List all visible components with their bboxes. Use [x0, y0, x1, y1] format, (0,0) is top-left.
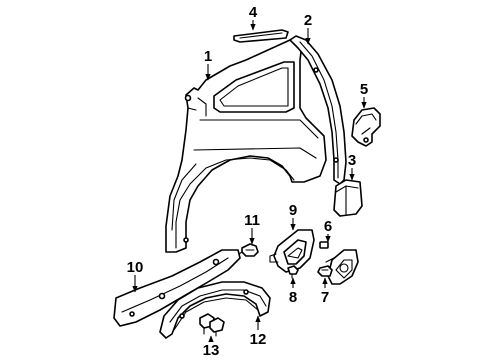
push-clips: [199, 313, 225, 337]
callout-6: 6: [324, 218, 332, 235]
callout-8: 8: [289, 289, 297, 306]
callout-2: 2: [304, 12, 312, 29]
callout-labels: 1 2 4 5 3 9 6 11 10 8 7 12 13: [127, 4, 369, 359]
callout-3: 3: [348, 152, 356, 169]
fuel-door: [325, 249, 359, 285]
fuel-filler-housing: [269, 229, 315, 273]
callout-9: 9: [289, 202, 297, 219]
callout-12: 12: [250, 331, 267, 348]
clip-7: [317, 265, 333, 277]
leader-lines: [132, 20, 367, 342]
callout-7: 7: [321, 289, 329, 306]
bracket: [351, 107, 381, 147]
clip-8: [287, 265, 299, 279]
roof-rail-trim: [233, 29, 289, 43]
clip-6: [319, 241, 329, 249]
callout-1: 1: [204, 48, 212, 65]
callout-10: 10: [127, 259, 144, 276]
callout-13: 13: [203, 342, 220, 359]
callout-11: 11: [244, 212, 260, 229]
callout-5: 5: [360, 81, 368, 98]
filler-block: [333, 179, 363, 217]
quarter-panel: [165, 37, 327, 253]
splash-shield: [113, 249, 241, 327]
wheel-liner: [159, 281, 271, 339]
callout-4: 4: [249, 4, 258, 21]
